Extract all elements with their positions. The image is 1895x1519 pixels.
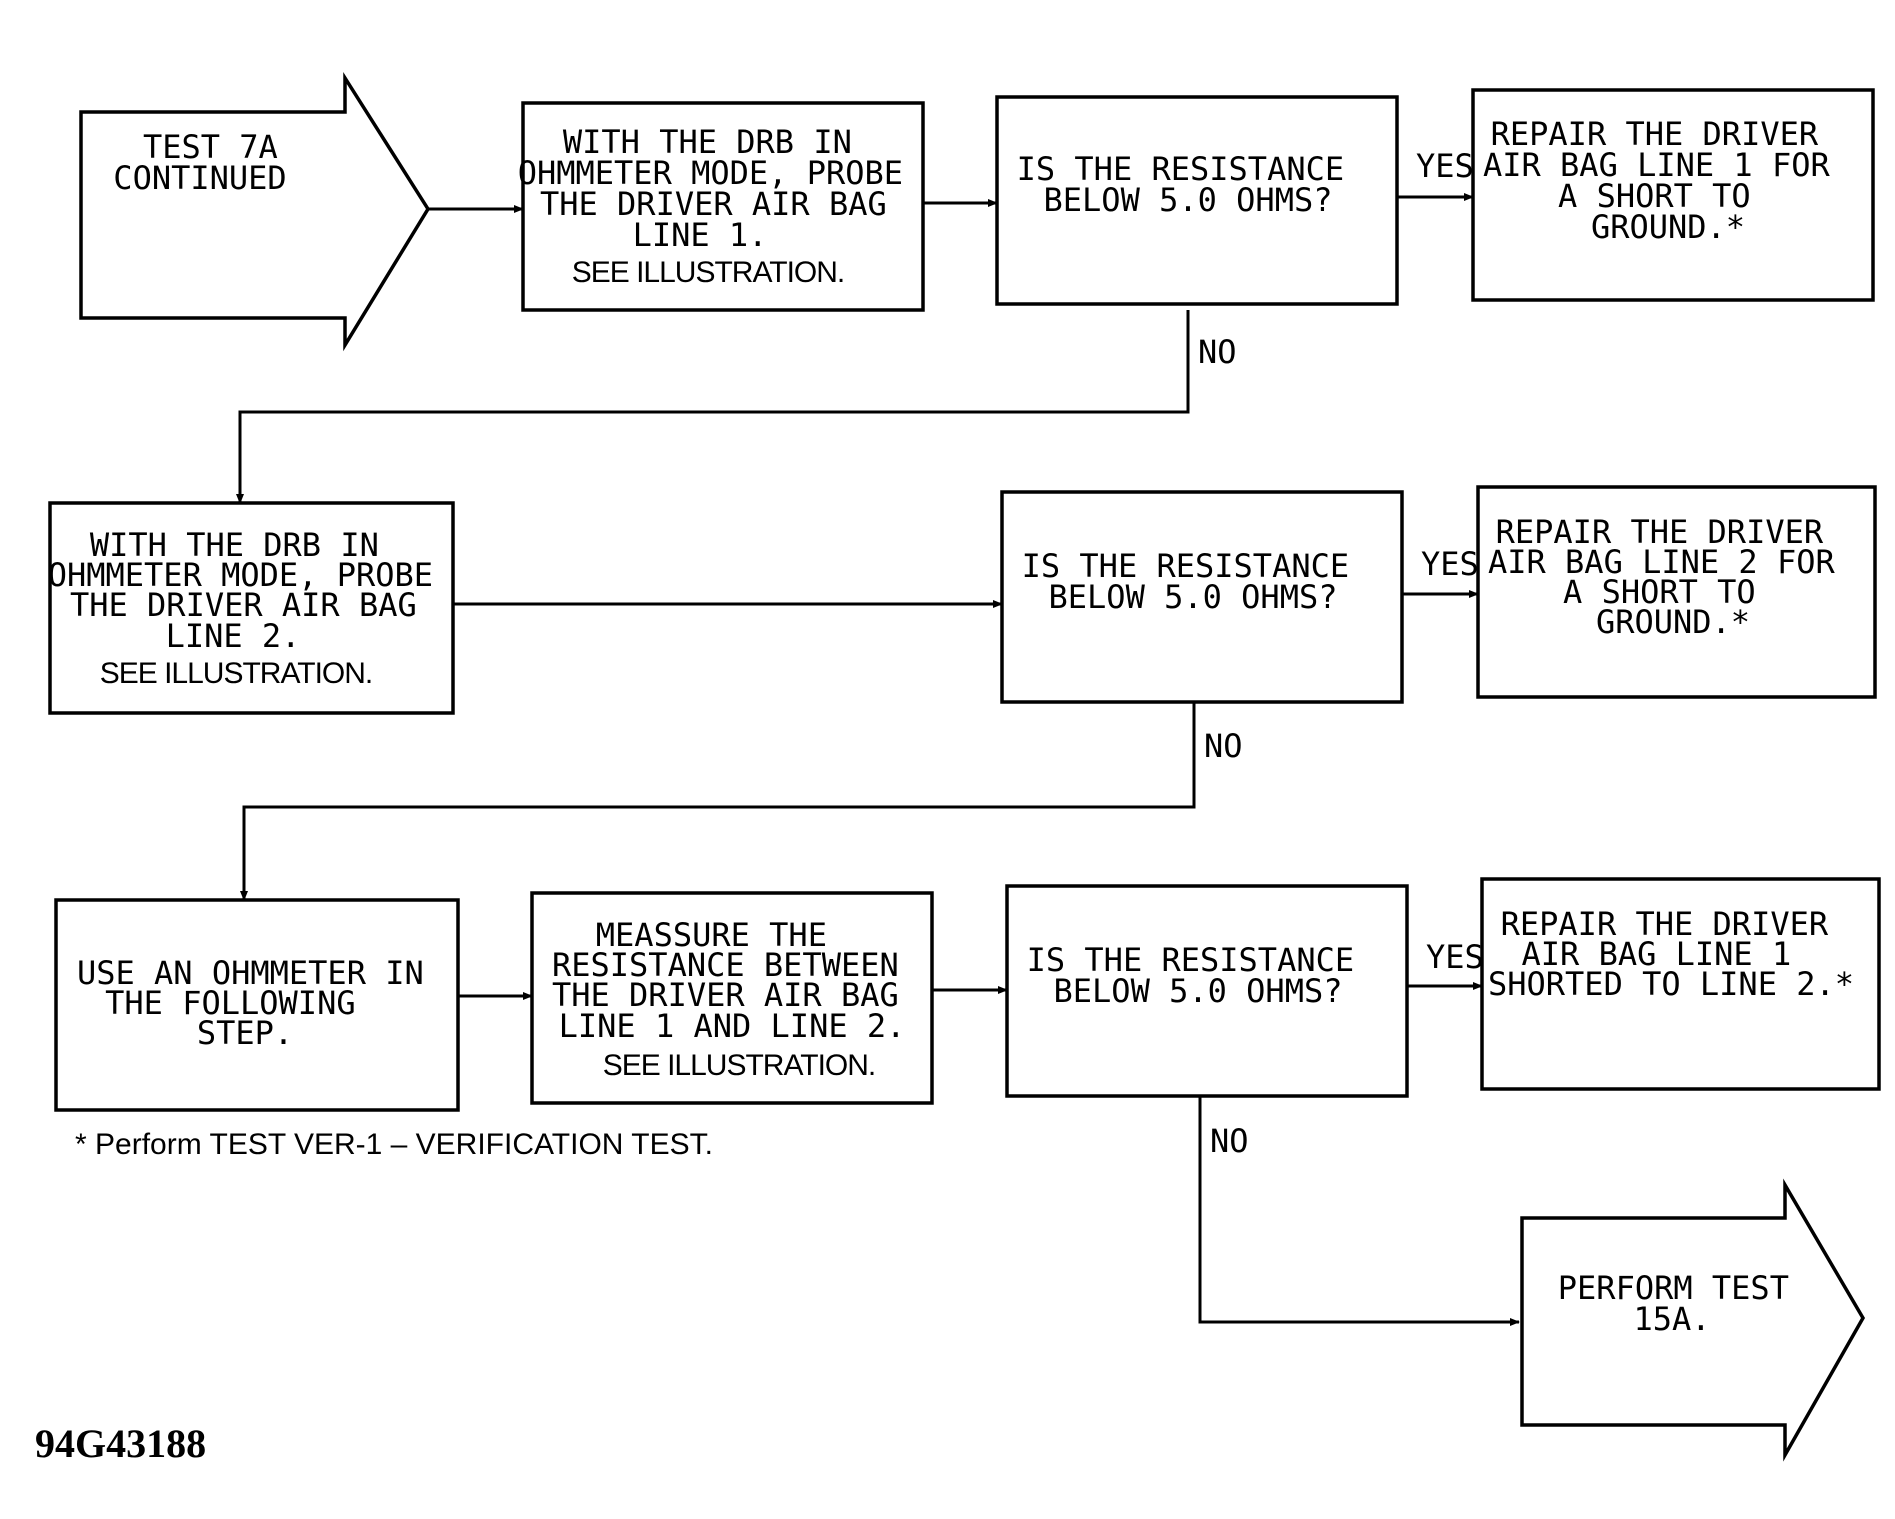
question-text-line: IS THE RESISTANCE [1027, 941, 1355, 979]
figure-id: 94G43188 [35, 1421, 206, 1466]
no-label: NO [1198, 333, 1237, 371]
start-arrow: TEST 7A CONTINUED [79, 71, 431, 352]
step-text-line: THE FOLLOWING [105, 984, 355, 1022]
step-text-line: RESISTANCE BETWEEN [552, 946, 899, 984]
step-text-line: MEASSURE THE [596, 916, 827, 954]
step-text-line: LINE 2. [166, 617, 301, 655]
svg-text:REPAIR THE DRIVER AIR BA: REPAIR THE DRIVER AIR BAG LINE 1 SHORTED… [1488, 905, 1854, 1003]
svg-text:WITH THE DRB IN OHMMETER: WITH THE DRB IN OHMMETER MODE, PROBE THE… [518, 123, 923, 254]
result-text-line: REPAIR THE DRIVER [1491, 115, 1819, 153]
yes-label: YES [1426, 938, 1484, 976]
svg-text:IS THE RESISTANCE BELOW: IS THE RESISTANCE BELOW 5.0 OHMS? [1017, 150, 1364, 219]
connector-question3-no [1198, 1096, 1520, 1326]
step-use-ohmmeter-box: USE AN OHMMETER IN THE FOLLOWING STEP. [54, 898, 460, 1112]
svg-text:PERFORM TEST 15A.: PERFORM TEST 15A. [1558, 1269, 1808, 1338]
result-repair-line-1-ground-box: REPAIR THE DRIVER AIR BAG LINE 1 FOR A S… [1471, 88, 1875, 302]
svg-text:MEASSURE THE RESISTANCE: MEASSURE THE RESISTANCE BETWEEN THE DRIV… [552, 916, 918, 1045]
question-resistance-2-box: IS THE RESISTANCE BELOW 5.0 OHMS? [1000, 490, 1404, 704]
result-text-line: A SHORT TO [1563, 573, 1756, 611]
svg-text:REPAIR THE DRIVER AIR BA: REPAIR THE DRIVER AIR BAG LINE 2 FOR A S… [1488, 513, 1854, 641]
result-text-line: REPAIR THE DRIVER [1501, 905, 1829, 943]
step-probe-line-1-box: WITH THE DRB IN OHMMETER MODE, PROBE THE… [518, 101, 925, 312]
see-illustration-note: SEE ILLUSTRATION. [100, 657, 373, 690]
svg-text:TEST 7A CONTINUED: TEST 7A CONTINUED [113, 128, 297, 197]
step-text-line: LINE 1 AND LINE 2. [559, 1007, 906, 1045]
svg-text:REPAIR THE DRIVER AIR BA: REPAIR THE DRIVER AIR BAG LINE 1 FOR A S… [1483, 115, 1849, 246]
no-label: NO [1204, 727, 1243, 765]
yes-label: YES [1421, 545, 1479, 583]
see-illustration-note: SEE ILLUSTRATION. [603, 1049, 876, 1082]
start-arrow-line: TEST 7A [143, 128, 278, 166]
footnote: * Perform TEST VER-1 – VERIFICATION TEST… [75, 1128, 713, 1161]
result-text-line: AIR BAG LINE 2 FOR [1488, 543, 1836, 581]
step-text-line: WITH THE DRB IN [90, 526, 379, 564]
svg-text:WITH THE DRB IN OHMMETER: WITH THE DRB IN OHMMETER MODE, PROBE THE… [48, 526, 453, 655]
result-text-line: A SHORT TO [1558, 177, 1751, 215]
question-text-line: BELOW 5.0 OHMS? [1054, 972, 1343, 1010]
connector-question2-no [240, 702, 1196, 901]
question-resistance-1-box: IS THE RESISTANCE BELOW 5.0 OHMS? [995, 95, 1399, 306]
result-text-line: SHORTED TO LINE 2.* [1488, 965, 1854, 1003]
svg-text:IS THE RESISTANCE BELOW: IS THE RESISTANCE BELOW 5.0 OHMS? [1027, 941, 1374, 1010]
step-text-line: STEP. [197, 1014, 293, 1052]
question-text-line: BELOW 5.0 OHMS? [1044, 181, 1333, 219]
svg-text:USE AN OHMMETER IN THE F: USE AN OHMMETER IN THE FOLLOWING STEP. [77, 954, 443, 1052]
result-repair-line-2-ground-box: REPAIR THE DRIVER AIR BAG LINE 2 FOR A S… [1476, 485, 1877, 699]
result-repair-shorted-box: REPAIR THE DRIVER AIR BAG LINE 1 SHORTED… [1480, 877, 1881, 1091]
step-text-line: LINE 1. [633, 216, 768, 254]
result-text-line: AIR BAG LINE 1 [1522, 935, 1792, 973]
result-text-line: GROUND.* [1596, 603, 1750, 641]
svg-text:IS THE RESISTANCE BELOW: IS THE RESISTANCE BELOW 5.0 OHMS? [1022, 547, 1369, 616]
question-resistance-3-box: IS THE RESISTANCE BELOW 5.0 OHMS? [1005, 884, 1409, 1098]
step-probe-line-2-box: WITH THE DRB IN OHMMETER MODE, PROBE THE… [48, 501, 455, 715]
step-text-line: OHMMETER MODE, PROBE [518, 154, 903, 192]
connector-question1-no [236, 310, 1190, 504]
step-measure-resistance-box: MEASSURE THE RESISTANCE BETWEEN THE DRIV… [530, 891, 934, 1105]
question-text-line: IS THE RESISTANCE [1022, 547, 1350, 585]
result-text-line: AIR BAG LINE 1 FOR [1483, 146, 1831, 184]
end-arrow-line: 15A. [1633, 1300, 1710, 1338]
step-text-line: THE DRIVER AIR BAG [540, 185, 887, 223]
result-text-line: REPAIR THE DRIVER [1496, 513, 1824, 551]
step-text-line: THE DRIVER AIR BAG [70, 586, 417, 624]
step-text-line: THE DRIVER AIR BAG [552, 976, 899, 1014]
see-illustration-note: SEE ILLUSTRATION. [572, 256, 845, 289]
step-text-line: OHMMETER MODE, PROBE [48, 556, 433, 594]
result-text-line: GROUND.* [1591, 208, 1745, 246]
end-arrow-line: PERFORM TEST [1558, 1269, 1789, 1307]
step-text-line: WITH THE DRB IN [563, 123, 852, 161]
end-arrow-perform-test: PERFORM TEST 15A. [1520, 1178, 1866, 1462]
question-text-line: BELOW 5.0 OHMS? [1049, 578, 1338, 616]
start-arrow-line: CONTINUED [113, 159, 286, 197]
no-label: NO [1210, 1122, 1249, 1160]
question-text-line: IS THE RESISTANCE [1017, 150, 1345, 188]
yes-label: YES [1416, 147, 1474, 185]
